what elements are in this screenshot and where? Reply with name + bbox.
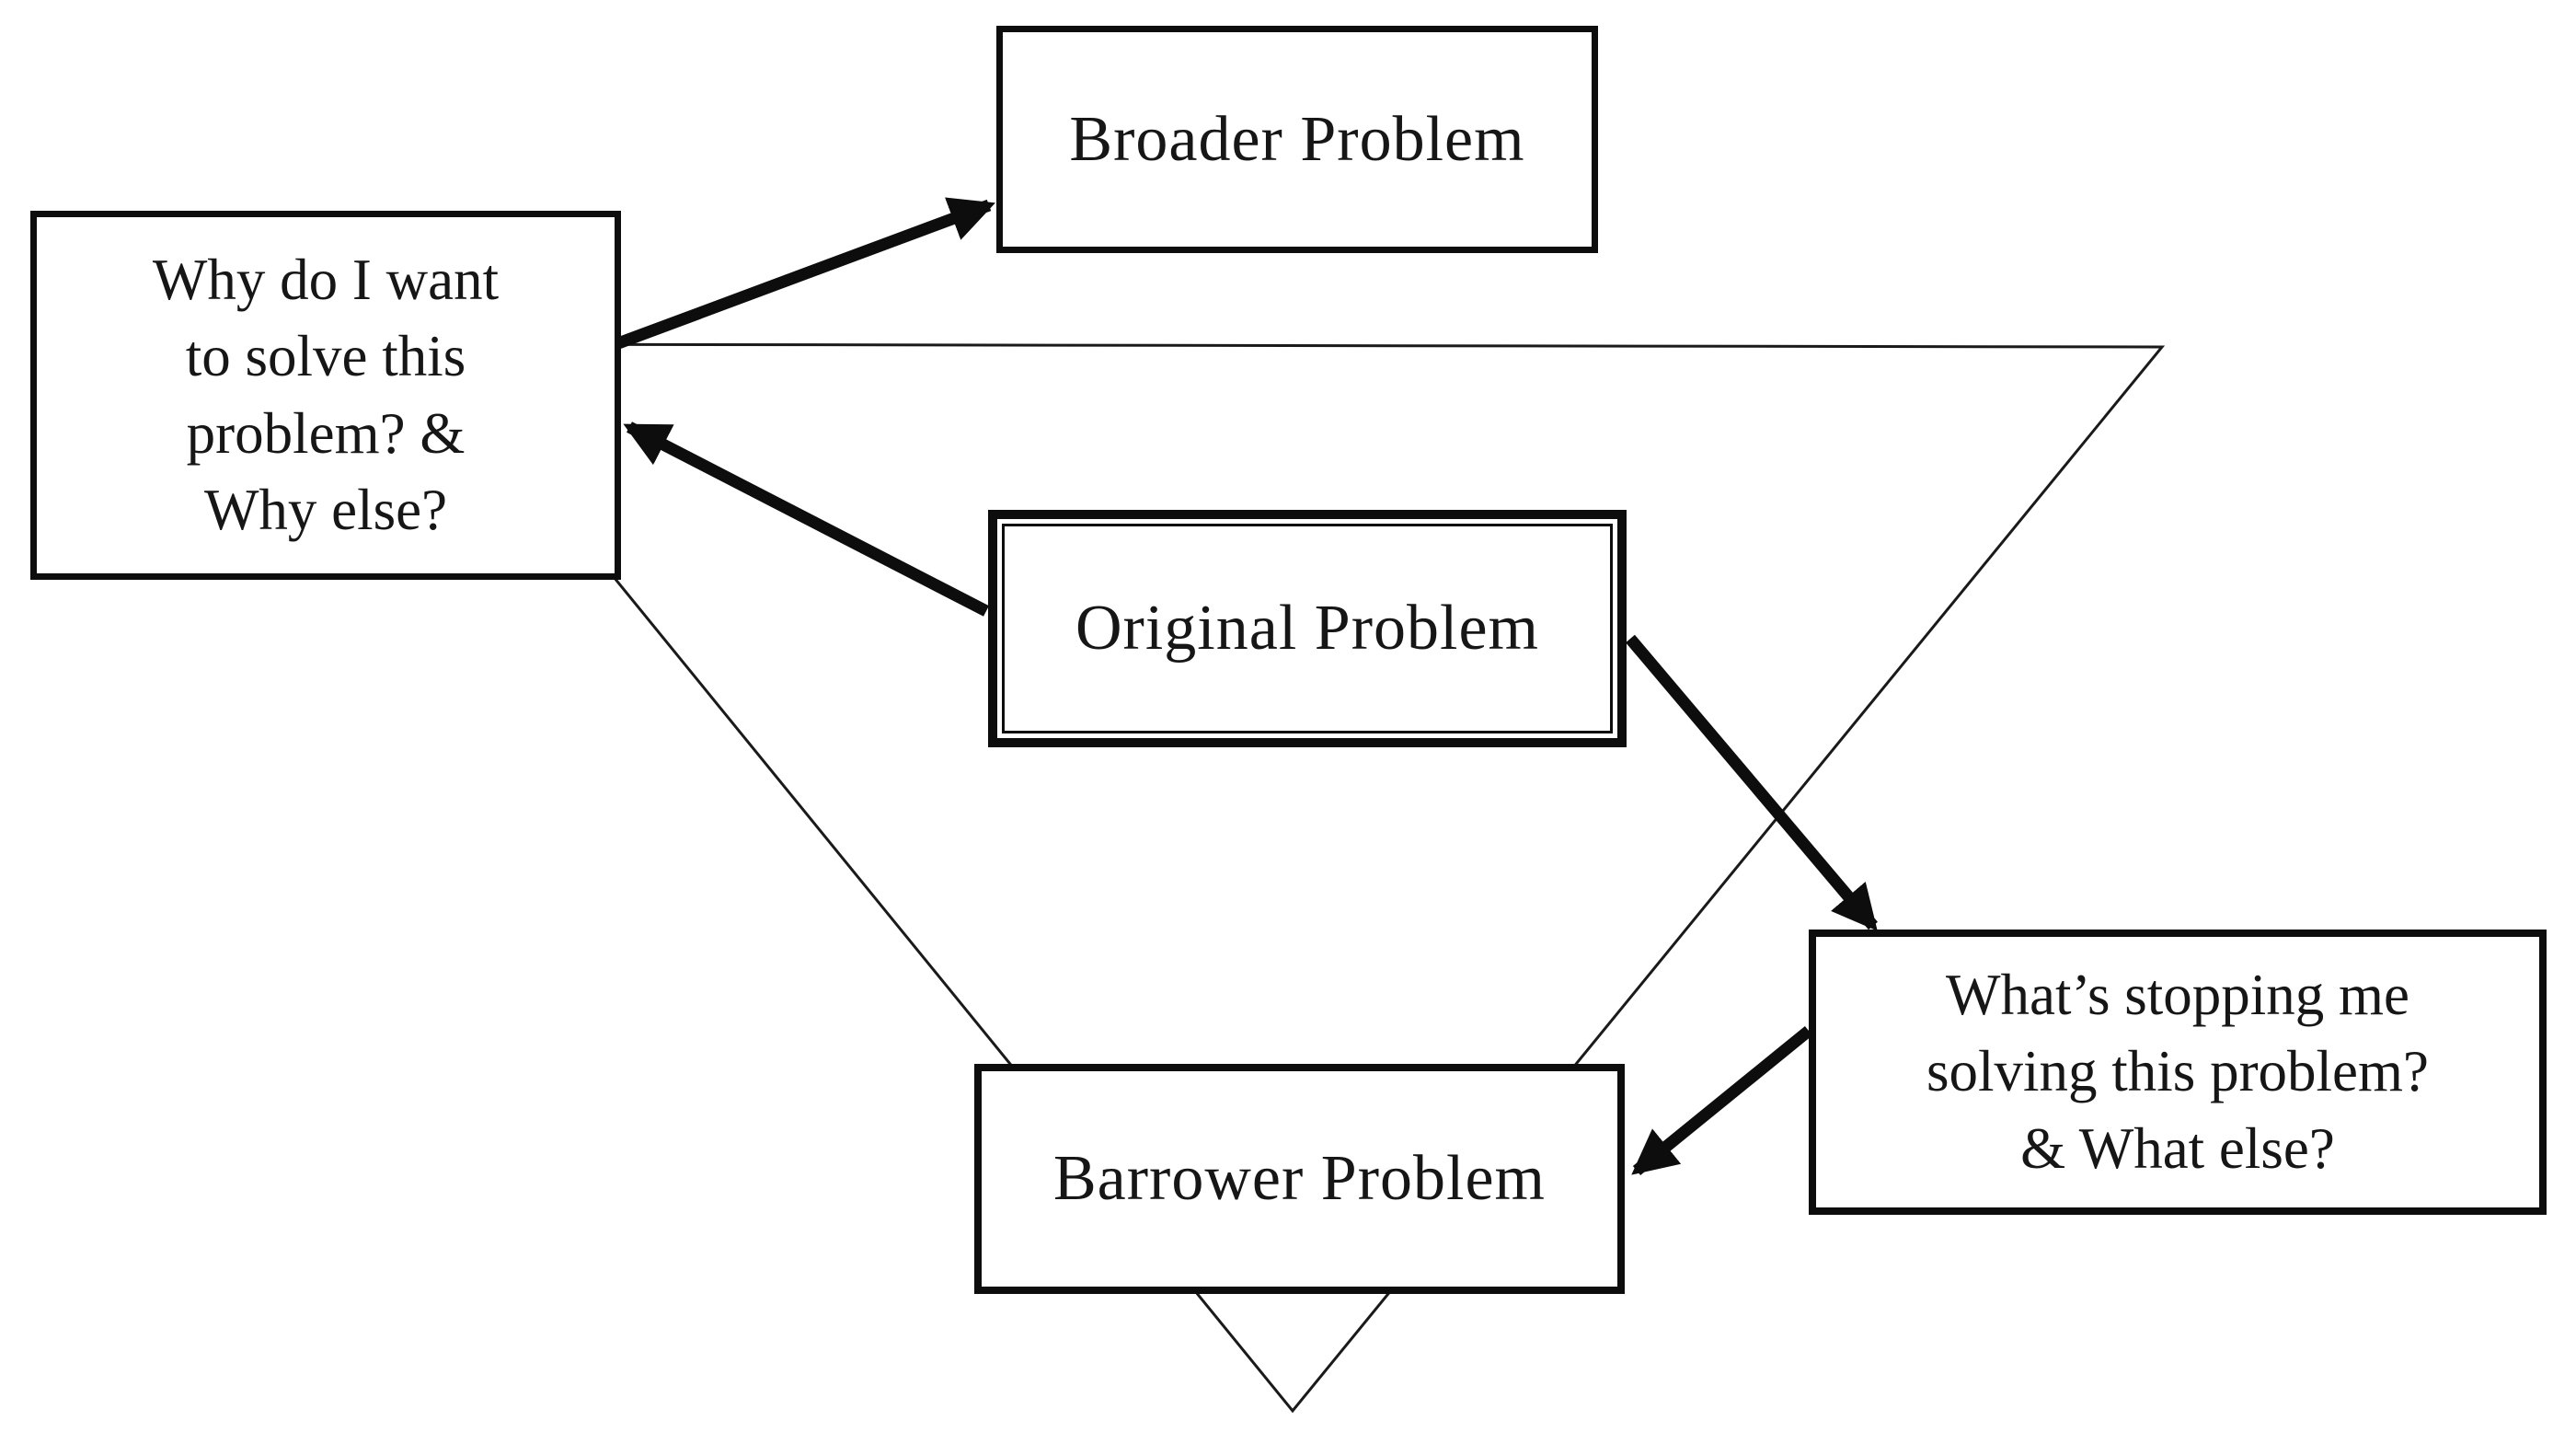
text-line: to solve this <box>185 324 466 389</box>
text-line: solving this problem? <box>1926 1039 2429 1104</box>
original-problem-label: Original Problem <box>1075 593 1539 664</box>
funnel-outline <box>420 342 2166 1414</box>
broader-problem-box: Broader Problem <box>996 26 1598 253</box>
original-problem-inner-frame: Original Problem <box>1002 524 1613 733</box>
arrow-whats-stopping-to-barrower <box>1631 1025 1813 1176</box>
whats-stopping-label: What’s stopping me solving this problem?… <box>1926 957 2429 1186</box>
broader-problem-label: Broader Problem <box>1069 103 1525 175</box>
text-line: Why do I want <box>152 248 500 313</box>
arrow-why-to-broader <box>615 197 995 350</box>
original-problem-box: Original Problem <box>988 510 1627 747</box>
text-line: problem? & <box>186 400 466 466</box>
text-line: Why else? <box>203 477 448 542</box>
barrower-problem-box: Barrower Problem <box>974 1064 1625 1294</box>
text-line: & What else? <box>2020 1115 2335 1181</box>
arrow-original-to-whats-stopping <box>1626 634 1878 931</box>
why-solve-problem-label: Why do I want to solve this problem? & W… <box>153 242 499 549</box>
why-solve-problem-box: Why do I want to solve this problem? & W… <box>30 211 621 580</box>
whats-stopping-box: What’s stopping me solving this problem?… <box>1809 930 2547 1215</box>
arrow-original-to-why <box>623 422 989 617</box>
text-line: What’s stopping me <box>1946 963 2409 1028</box>
barrower-problem-label: Barrower Problem <box>1052 1143 1547 1214</box>
